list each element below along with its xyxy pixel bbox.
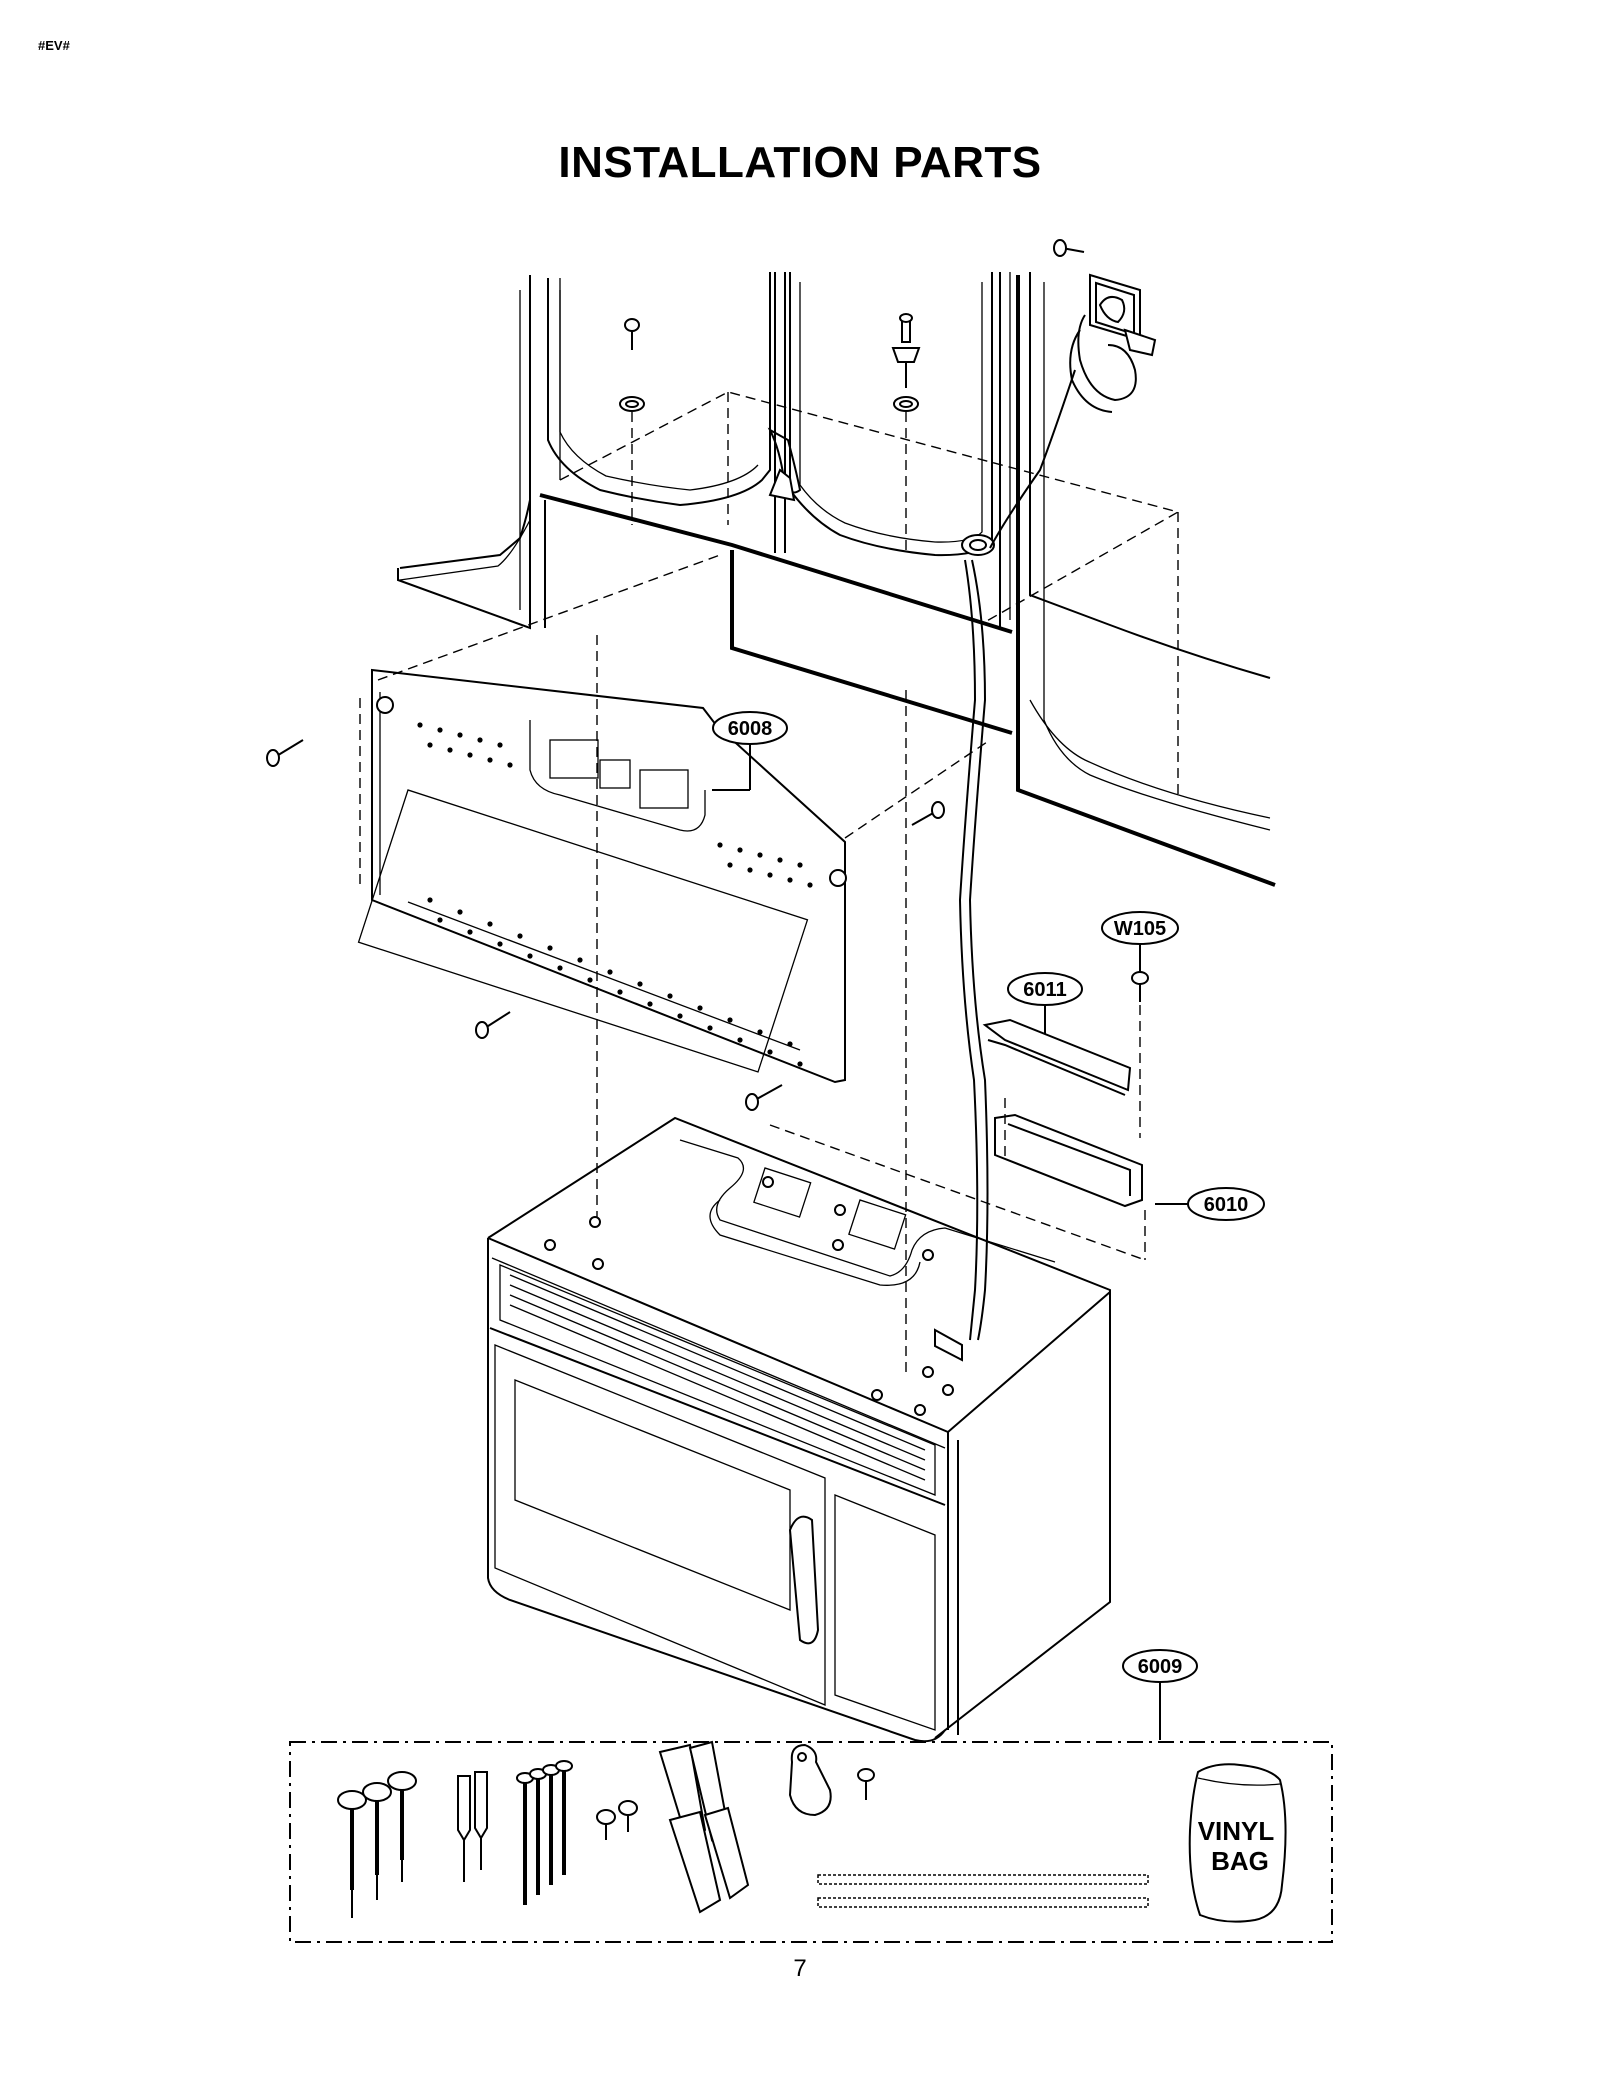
bag-label-line2: BAG [1211, 1846, 1269, 1876]
cable-clamp-icon [788, 1743, 832, 1817]
screw-icon [387, 1771, 417, 1882]
filter-box-part [994, 1113, 1143, 1208]
wall-anchor-icon [457, 1775, 471, 1882]
hardware-kit-box: VINYL BAG [289, 1740, 1333, 1943]
screw-icon [745, 1084, 783, 1111]
microwave-oven [487, 1116, 1111, 1743]
power-outlet-icon [989, 273, 1157, 549]
toggle-wing-icon [658, 1740, 750, 1914]
screw-icon [362, 1782, 392, 1900]
filter-cover-part [982, 1018, 1132, 1096]
callout-6008: 6008 [712, 711, 788, 791]
callout-6010: 6010 [1155, 1187, 1265, 1221]
callout-6011: 6011 [1007, 972, 1083, 1034]
screw-icon [911, 801, 945, 826]
cable-tie-strips [817, 1874, 1149, 1908]
callout-6009-label: 6009 [1138, 1656, 1183, 1678]
screw-icon [619, 318, 645, 412]
screw-icon [857, 1768, 875, 1800]
callout-6009: 6009 [1122, 1649, 1198, 1740]
screw-icon [337, 1790, 367, 1918]
page-title: INSTALLATION PARTS [558, 138, 1042, 187]
bag-label-line1: VINYL [1198, 1816, 1275, 1846]
screw-icon [1131, 971, 1149, 1002]
toggle-bolt-icon [891, 313, 921, 412]
toggle-bolt-icon [516, 1760, 573, 1905]
vinyl-bag-icon: VINYL BAG [1188, 1763, 1287, 1923]
mounting-plate [357, 668, 847, 1084]
screw-icon [1053, 239, 1085, 257]
screw-icon [475, 1011, 511, 1039]
callout-W105-label: W105 [1114, 918, 1166, 940]
wall-cabinets [397, 272, 1276, 887]
wall-anchor-icon [474, 1771, 488, 1870]
page-number: 7 [793, 1955, 807, 1982]
callout-6008-label: 6008 [728, 718, 773, 740]
callout-6011-label: 6011 [1023, 979, 1066, 1001]
plate-vent-holes [417, 722, 813, 1067]
screw-icon [596, 1800, 638, 1840]
document-code: #EV# [38, 38, 70, 53]
screw-icon [266, 739, 304, 767]
callout-W105: W105 [1101, 911, 1179, 972]
callout-6010-label: 6010 [1204, 1194, 1249, 1216]
